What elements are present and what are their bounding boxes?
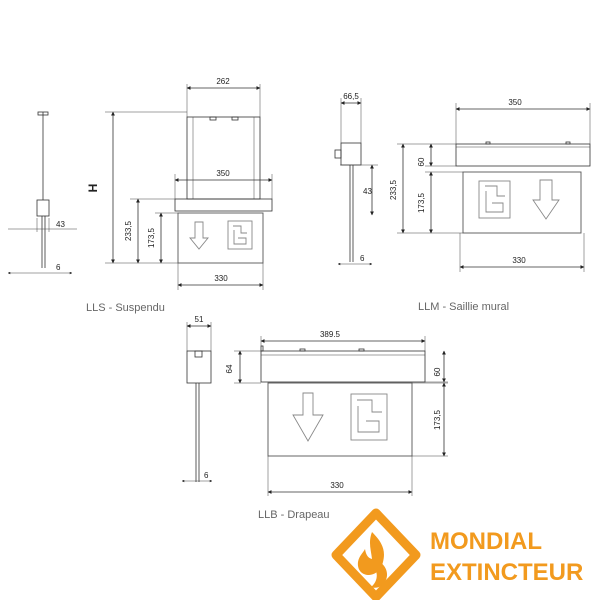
llb-dimension-389: 389.5 xyxy=(260,330,426,351)
llm-dim-6: 6 xyxy=(360,254,365,263)
llm-dim-173: 173,5 xyxy=(417,192,426,213)
llb-dim-389: 389.5 xyxy=(320,330,341,339)
lls-side-dimension-6: 6 xyxy=(7,263,73,275)
llb-dimension-330: 330 xyxy=(267,456,413,496)
lls-dimension-H: H xyxy=(86,111,187,264)
llm-dimension-43: 43 xyxy=(340,164,378,216)
llm-dimension-350: 350 xyxy=(455,98,591,144)
lls-dim-350: 350 xyxy=(216,169,230,178)
llb-dim-330: 330 xyxy=(330,481,344,490)
lls-dim-233: 233,5 xyxy=(124,220,133,241)
llb-dimension-173: 173,5 xyxy=(412,382,448,457)
llb-dim-173: 173,5 xyxy=(433,409,442,430)
brand-name-line1: MONDIAL xyxy=(430,528,542,555)
lls-dim-43: 43 xyxy=(56,220,65,229)
lls-dimension-262: 262 xyxy=(186,77,261,117)
llm-down-arrow-icon xyxy=(532,179,560,220)
llb-dim-51: 51 xyxy=(195,315,204,324)
llb-dimension-60: 60 xyxy=(425,350,448,383)
flame-diamond-logo-icon xyxy=(331,508,421,600)
llm-dim-350: 350 xyxy=(508,98,522,107)
llm-dim-233: 233,5 xyxy=(389,179,398,200)
lls-front-view xyxy=(174,116,273,264)
lls-dimension-233: 233,5 xyxy=(124,198,175,264)
llm-dim-43: 43 xyxy=(363,187,372,196)
llb-running-man-icon xyxy=(350,393,388,441)
llm-running-man-icon xyxy=(478,180,511,219)
llm-dimension-173: 173,5 xyxy=(417,171,463,234)
lls-dim-6: 6 xyxy=(56,263,61,272)
llm-side-view xyxy=(334,142,362,262)
lls-dim-173: 173,5 xyxy=(147,227,156,248)
lls-down-arrow-icon xyxy=(189,221,209,250)
lls-side-view xyxy=(36,111,50,268)
llb-side-view xyxy=(186,350,212,482)
llm-dimension-6: 6 xyxy=(337,254,373,266)
llb-front-view xyxy=(260,345,426,457)
lls-dim-H: H xyxy=(86,184,100,193)
llm-dim-66: 66,5 xyxy=(343,92,359,101)
llb-caption: LLB - Drapeau xyxy=(258,509,330,521)
llb-dim-6: 6 xyxy=(204,471,209,480)
llm-sign-panel xyxy=(462,171,582,234)
llm-caption: LLM - Saillie mural xyxy=(418,301,509,313)
llm-dimension-66: 66,5 xyxy=(340,92,362,143)
llm-front-view xyxy=(455,141,591,234)
llb-dimension-6: 6 xyxy=(181,471,213,483)
lls-running-man-icon xyxy=(227,220,253,250)
llb-sign-panel xyxy=(267,382,413,457)
lls-dimension-173: 173,5 xyxy=(147,212,178,264)
llb-dimension-64: 64 xyxy=(225,350,261,384)
llb-down-arrow-icon xyxy=(292,392,324,442)
llm-dimension-60: 60 xyxy=(417,143,456,166)
brand-name-line2: EXTINCTEUR xyxy=(430,559,583,586)
llb-dim-60: 60 xyxy=(433,367,442,376)
llm-dim-60: 60 xyxy=(417,157,426,166)
llm-dim-330: 330 xyxy=(512,256,526,265)
llb-dim-64: 64 xyxy=(225,364,234,373)
lls-dimension-350: 350 xyxy=(174,169,273,199)
llm-dimension-233: 233,5 xyxy=(389,143,463,234)
brand-logo: MONDIAL EXTINCTEUR xyxy=(331,508,583,600)
lls-dim-262: 262 xyxy=(216,77,230,86)
lls-caption: LLS - Suspendu xyxy=(86,302,165,314)
lls-dim-330: 330 xyxy=(214,274,228,283)
llb-dimension-51: 51 xyxy=(186,315,212,351)
lls-dimension-330: 330 xyxy=(177,263,264,290)
llm-dimension-330: 330 xyxy=(459,233,585,272)
lls-side-dimension-43: 43 xyxy=(8,218,77,232)
